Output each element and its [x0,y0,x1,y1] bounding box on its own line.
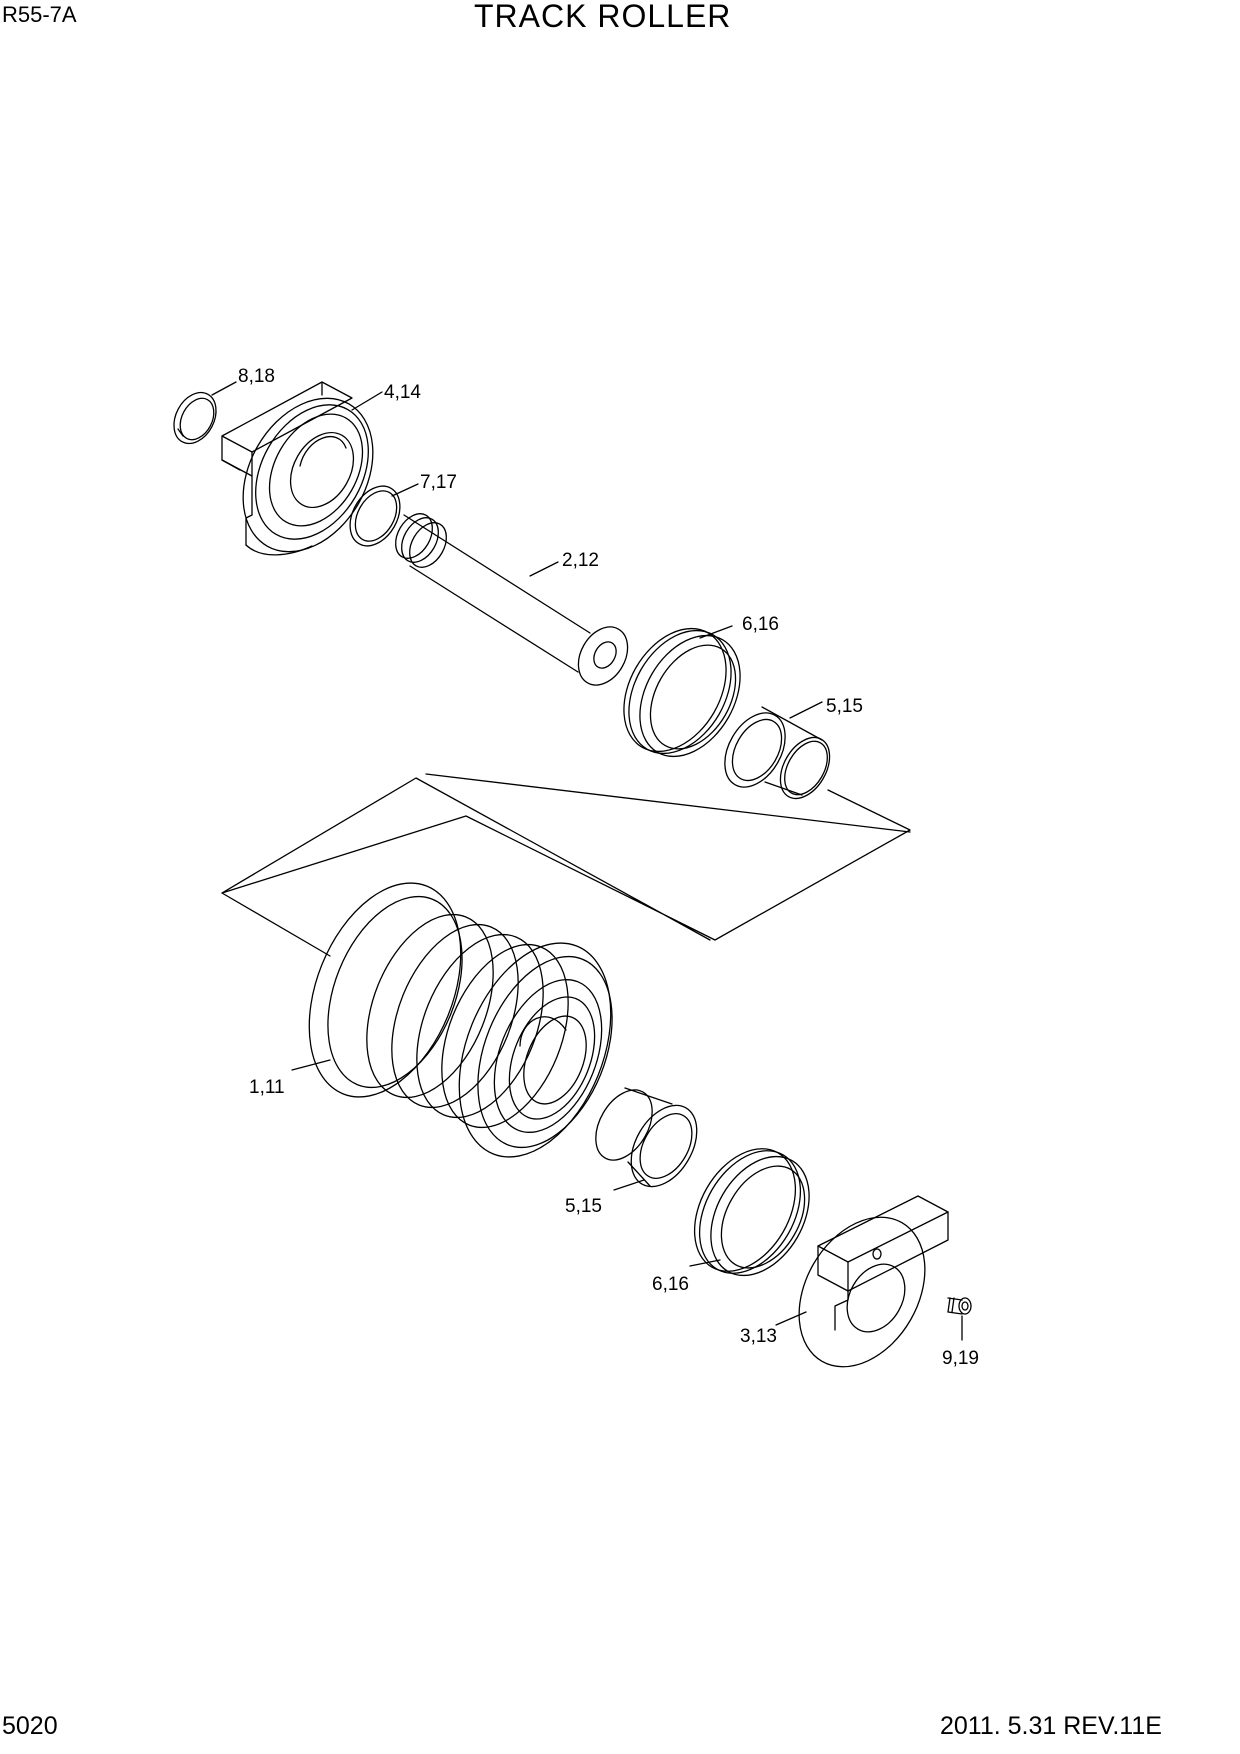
callout-5-15-upper: 5,15 [826,696,863,717]
callout-2-12: 2,12 [562,550,599,571]
callout-3-13: 3,13 [740,1326,777,1347]
model-code: R55-7A [2,2,77,27]
bushing-lower-part [595,1087,698,1188]
callout-5-15-lower: 5,15 [565,1196,602,1217]
leader-lines [211,381,963,1341]
floating-seal-upper-part [623,627,741,758]
floating-seal-lower-part [693,1148,810,1277]
revision-date: 2011. 5.31 REV.11E [940,1712,1162,1740]
bushing-upper-part [724,706,831,800]
callout-8-18: 8,18 [238,366,275,387]
callout-6-16-lower: 6,16 [652,1274,689,1295]
collar-upper-part [221,381,374,556]
page-number: 5020 [2,1712,58,1740]
roller-shell-part [308,882,613,1158]
page-title: TRACK ROLLER [474,0,732,34]
callout-1-11: 1,11 [249,1077,285,1098]
snap-ring-part [173,391,217,445]
shaft-part [395,513,629,686]
plug-bolt-part [947,1297,972,1315]
callout-4-14: 4,14 [384,382,421,403]
assembly-leader-frame [221,773,911,957]
callout-6-16-upper: 6,16 [742,614,779,635]
o-ring-part [349,485,401,547]
collar-lower-part [798,1195,949,1368]
callout-9-19: 9,19 [942,1348,979,1369]
callout-7-17: 7,17 [420,472,457,493]
